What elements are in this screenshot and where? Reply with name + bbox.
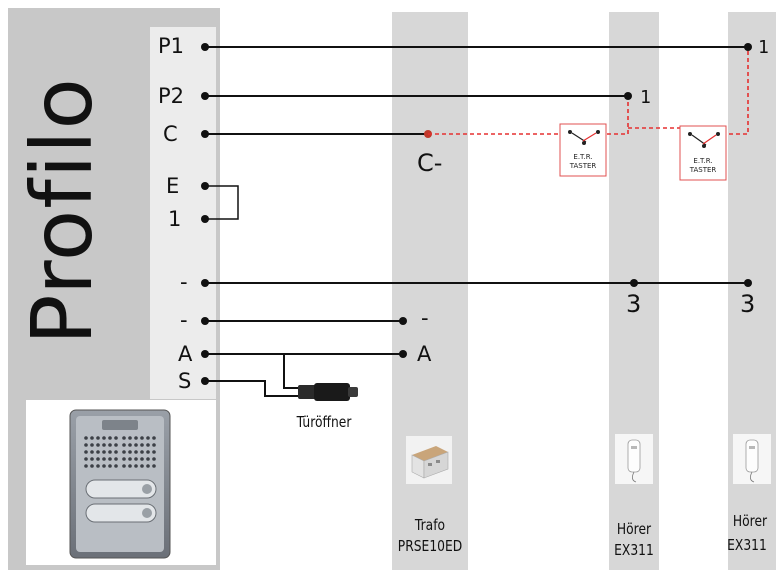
handset2-image <box>733 434 771 484</box>
etr-wiring <box>428 50 749 135</box>
terminal-c: C <box>163 122 178 146</box>
wire-p1 <box>201 43 752 51</box>
handset1-terminal-1: 1 <box>640 87 651 108</box>
handset2-terminal-3: 3 <box>740 290 756 318</box>
etr-sublabel-2: TASTER <box>689 166 717 174</box>
terminal-1: 1 <box>168 207 182 231</box>
trafo-model: PRSE10ED <box>397 537 463 555</box>
handset1-model: EX311 <box>614 541 654 559</box>
intercom-panel-image <box>69 409 171 559</box>
trafo-image <box>406 436 452 484</box>
call-button-1 <box>85 479 157 499</box>
handset1-terminal-3: 3 <box>626 290 642 318</box>
terminal-p2: P2 <box>158 84 185 108</box>
wire-minus-handsets <box>201 279 752 287</box>
wire-p2 <box>201 92 632 100</box>
terminal-e: E <box>166 174 180 198</box>
handset2-name: Hörer <box>732 512 768 530</box>
etr-sublabel-1: TASTER <box>569 162 597 170</box>
wire-door-opener <box>201 354 304 397</box>
trafo-terminal-c-minus: C- <box>417 149 443 177</box>
wire-a-trafo <box>201 350 407 358</box>
etr-label-1: E.T.R. <box>573 153 592 161</box>
etr-switch-2: E.T.R. TASTER <box>679 125 727 181</box>
etr-label-2: E.T.R. <box>693 157 712 165</box>
terminal-minus-2: - <box>180 308 188 332</box>
etr-switch-1: E.T.R. TASTER <box>559 123 607 177</box>
handset2-model: EX311 <box>727 536 767 554</box>
terminal-column <box>150 27 216 399</box>
trafo-terminal-a: A <box>417 342 432 366</box>
bridge-e-1 <box>201 182 239 223</box>
door-opener-device <box>298 383 358 401</box>
trafo-terminal-minus: - <box>421 306 429 330</box>
handset1-name: Hörer <box>616 520 652 538</box>
speaker-grille <box>84 436 156 468</box>
wire-minus-trafo <box>201 317 407 325</box>
terminal-p1: P1 <box>158 34 185 58</box>
door-opener-label: Türöffner <box>296 413 352 431</box>
terminal-s: S <box>178 369 192 393</box>
handset1-image <box>615 434 653 484</box>
trafo-name: Trafo <box>414 516 446 534</box>
handset2-terminal-1: 1 <box>758 37 769 58</box>
terminal-a: A <box>178 342 193 366</box>
terminal-minus-1: - <box>180 270 188 294</box>
wire-c <box>201 130 432 138</box>
call-button-2 <box>85 503 157 523</box>
